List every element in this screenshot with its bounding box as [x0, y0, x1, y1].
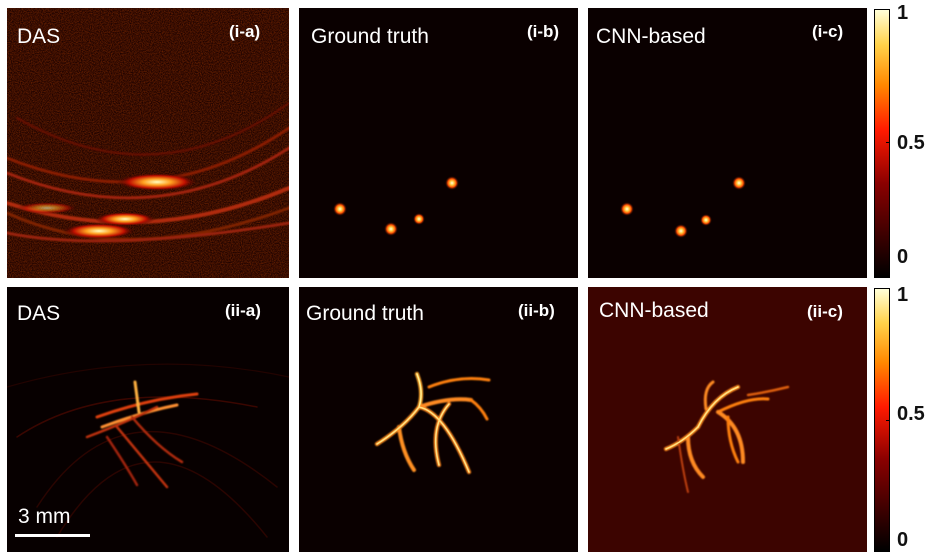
panel-ground-truth-row2: Ground truth (ii-b)	[299, 287, 578, 552]
panel-tag: (i-a)	[229, 22, 261, 41]
colorbar-row1	[874, 9, 890, 278]
scale-bar	[15, 534, 90, 537]
panel-title: Ground truth	[306, 302, 424, 325]
panel-cnn-row1: CNN-based (i-c)	[588, 8, 867, 278]
colorbar-tick-label: 0.5	[897, 403, 925, 425]
panel-tag: (ii-b)	[518, 301, 555, 320]
panel-tag: (ii-c)	[807, 302, 843, 321]
das-image-row2	[7, 363, 289, 538]
cnn-image-row2	[588, 287, 867, 552]
panel-das-row1: DAS (i-a)	[7, 8, 289, 278]
panel-title: CNN-based	[599, 299, 709, 322]
panel-title: DAS	[17, 302, 61, 325]
panel-tag: (ii-a)	[225, 301, 261, 320]
colorbar-tick-mark	[886, 420, 890, 421]
panel-tag: (i-b)	[527, 22, 560, 41]
das-image-row1	[7, 8, 289, 278]
panel-title: DAS	[17, 25, 61, 48]
panel-ground-truth-row1: Ground truth (i-b)	[299, 8, 578, 278]
panel-title: Ground truth	[311, 25, 429, 48]
colorbar-tick-label: 1	[897, 2, 909, 24]
colorbar-tick-label: 1	[897, 284, 909, 306]
panel-tag: (i-c)	[812, 22, 844, 41]
colorbar-tick-label: 0	[897, 529, 909, 551]
panel-cnn-row2: CNN-based (ii-c)	[588, 287, 867, 552]
panel-title: CNN-based	[596, 25, 706, 48]
panel-das-row2: DAS (ii-a) 3 mm	[7, 287, 289, 552]
ground-truth-image-row2	[375, 372, 491, 474]
cnn-image-row1	[620, 176, 746, 238]
colorbar-tick-label: 0.5	[897, 132, 925, 154]
ground-truth-image-row1	[333, 176, 459, 236]
scale-bar-label: 3 mm	[18, 505, 71, 528]
colorbar-tick-label: 0	[897, 246, 909, 268]
colorbar-tick-mark	[886, 142, 890, 143]
